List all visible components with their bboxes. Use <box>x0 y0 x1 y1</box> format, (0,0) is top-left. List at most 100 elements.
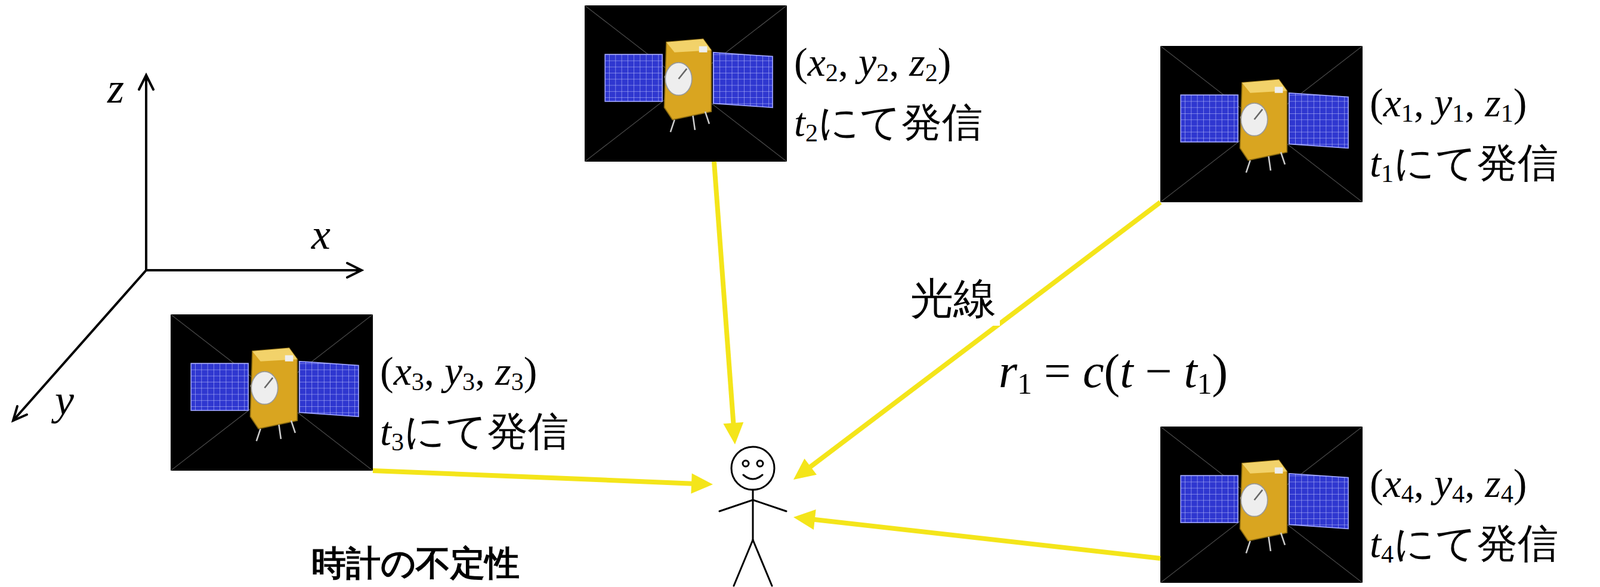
glyph: 発 <box>901 98 942 146</box>
glyph: x <box>393 348 412 394</box>
glyph: 発 <box>1477 139 1518 187</box>
glyph: 1 <box>1197 367 1213 401</box>
glyph: 線 <box>953 273 997 324</box>
glyph: 信 <box>941 98 983 146</box>
glyph: 1 <box>1381 159 1394 188</box>
glyph: y <box>54 376 74 425</box>
glyph: ) <box>937 39 952 85</box>
glyph <box>1132 344 1145 398</box>
glyph: て <box>1435 519 1478 567</box>
satellite-node: (x2, y2, z2)t2にて発信 <box>584 5 985 162</box>
glyph: に <box>817 98 860 146</box>
glyph <box>485 348 496 394</box>
ray-line <box>714 161 734 425</box>
glyph: 2 <box>925 58 938 87</box>
glyph: に <box>403 407 446 455</box>
satellite-node: (x4, y4, z4)t4にて発信 <box>1160 426 1561 583</box>
glyph: , <box>1464 79 1475 126</box>
axis-label: x <box>311 208 331 261</box>
glyph: 4 <box>1500 479 1514 508</box>
glyph: t <box>794 99 806 145</box>
glyph: ) <box>523 348 538 394</box>
note-label: 時計の不定性 <box>311 542 520 585</box>
glyph: て <box>1435 139 1478 187</box>
glyph: t <box>1369 140 1382 186</box>
glyph: t <box>380 408 392 454</box>
glyph: 1 <box>1017 367 1033 401</box>
glyph: x <box>1383 79 1402 126</box>
glyph: 計 <box>346 542 381 584</box>
glyph: , <box>888 39 900 85</box>
glyph: の <box>380 542 416 584</box>
light-ray-arrow <box>793 509 1161 559</box>
glyph <box>434 348 445 394</box>
glyph: 発 <box>1477 519 1518 567</box>
glyph: y <box>1434 79 1453 126</box>
glyph: z <box>909 39 925 85</box>
glyph: ( <box>380 348 394 394</box>
glyph <box>1474 79 1485 126</box>
glyph: y <box>858 39 877 85</box>
glyph: z <box>1484 79 1501 126</box>
position-label: (x2, y2, z2) <box>794 38 951 88</box>
glyph: 2 <box>825 58 839 87</box>
glyph: z <box>495 348 511 394</box>
satellite-image <box>1160 426 1363 583</box>
glyph: r <box>998 344 1018 398</box>
glyph: 不 <box>415 542 451 584</box>
arrowhead <box>793 509 817 530</box>
glyph: 定 <box>450 542 486 584</box>
glyph <box>899 39 910 85</box>
glyph: て <box>445 407 488 455</box>
arrowhead <box>723 422 744 445</box>
glyph: x <box>1383 460 1402 506</box>
glyph: 2 <box>805 118 818 147</box>
glyph: , <box>1413 79 1425 126</box>
glyph: 3 <box>411 367 425 396</box>
satellite-node: (x1, y1, z1) t1にて発信 <box>1160 45 1561 203</box>
glyph: 信 <box>1517 519 1559 567</box>
glyph: に <box>1393 519 1436 567</box>
glyph: 信 <box>1517 139 1559 187</box>
glyph: ( <box>1369 79 1384 126</box>
glyph: z <box>107 64 125 113</box>
glyph <box>1424 460 1435 506</box>
glyph <box>1032 344 1044 398</box>
glyph: , <box>424 348 435 394</box>
stick-figure <box>719 446 787 586</box>
glyph: 信 <box>527 407 569 455</box>
ray-line <box>813 519 1161 559</box>
glyph: 3 <box>462 367 475 396</box>
glyph: 3 <box>391 427 404 456</box>
ray-line <box>372 470 693 484</box>
satellite-image <box>584 5 787 162</box>
light-ray-arrow <box>714 161 744 445</box>
position-label: (x4, y4, z4) <box>1369 459 1527 509</box>
equation-label: r1 = c(t − t1) <box>995 341 1232 401</box>
glyph: y <box>444 348 463 394</box>
glyph <box>1424 79 1435 126</box>
edge-label: 光線 <box>906 271 1000 326</box>
glyph <box>1474 460 1485 506</box>
ray-line <box>809 202 1161 468</box>
glyph: c <box>1082 344 1105 398</box>
glyph: 4 <box>1401 479 1414 508</box>
send-time-label: t3にて発信 <box>380 406 569 457</box>
glyph: 2 <box>876 58 889 87</box>
glyph: t <box>1119 344 1133 398</box>
glyph: ) <box>1212 344 1229 398</box>
position-label: (x1, y1, z1) <box>1369 78 1527 128</box>
glyph: 1 <box>1401 99 1414 128</box>
glyph: t <box>1369 520 1382 567</box>
glyph: , <box>838 39 849 85</box>
send-time-label: t4にて発信 <box>1369 519 1559 569</box>
glyph: ( <box>794 39 808 85</box>
position-label: (x3, y3, z3) <box>380 347 537 397</box>
glyph: − <box>1144 344 1172 398</box>
glyph: 1 <box>1452 99 1465 128</box>
glyph: y <box>1434 460 1453 506</box>
send-time-label: t1にて発信 <box>1369 138 1559 188</box>
glyph: 3 <box>511 367 524 396</box>
axis-label: y <box>54 374 74 426</box>
